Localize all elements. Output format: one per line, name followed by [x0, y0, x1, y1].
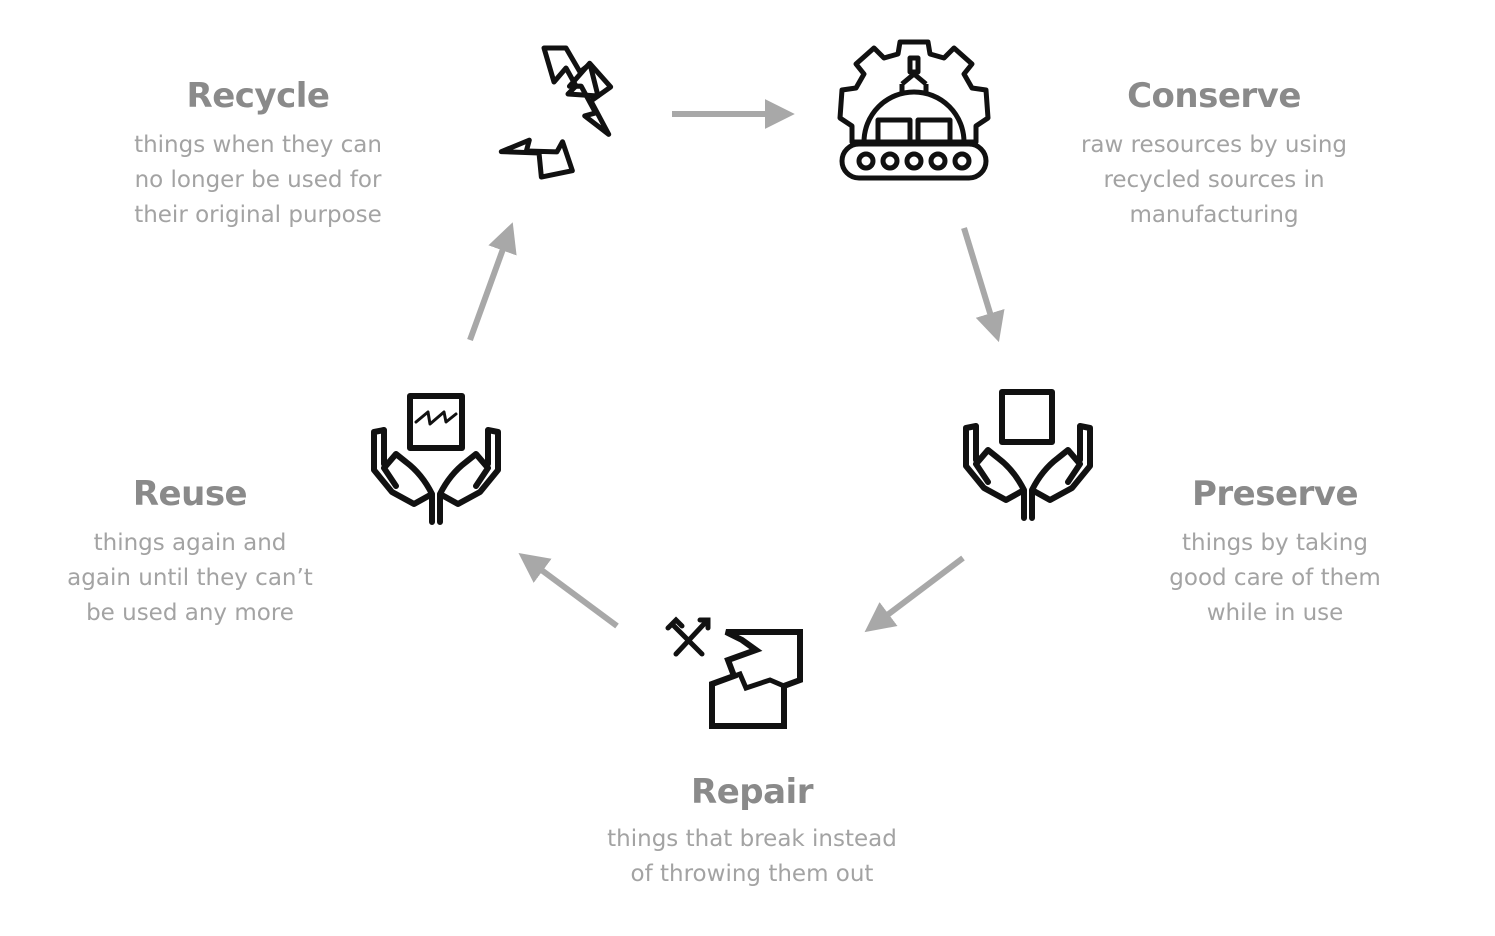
preserve-line-2: good care of them: [1169, 565, 1381, 591]
preserve-title: Preserve: [1191, 474, 1359, 514]
recycle-title: Recycle: [186, 76, 330, 116]
conserve-description: raw resources by using recycled sources …: [1054, 128, 1374, 233]
reuse-title: Reuse: [132, 474, 248, 514]
conserve-line-2: recycled sources in: [1103, 167, 1325, 193]
repair-title: Repair: [691, 772, 813, 812]
repair-line-1: things that break instead: [607, 826, 897, 852]
recycle-line-3: their original purpose: [134, 202, 382, 228]
hands-box-icon: [963, 389, 1093, 521]
hands-damaged-box-icon: [371, 393, 501, 525]
preserve-line-3: while in use: [1206, 600, 1344, 626]
arrow-reuse-to-recycle: [467, 222, 517, 342]
conserve-line-3: manufacturing: [1129, 202, 1299, 228]
preserve-line-1: things by taking: [1182, 530, 1368, 556]
recycle-icon: [498, 45, 614, 180]
reuse-line-1: things again and: [93, 530, 287, 556]
reuse-line-2: again until they can’t: [67, 565, 313, 591]
recycle-line-1: things when they can: [134, 132, 382, 158]
tools-broken-box-icon: [665, 616, 803, 729]
conserve-line-1: raw resources by using: [1080, 132, 1348, 158]
preserve-description: things by taking good care of them while…: [1135, 526, 1415, 631]
recycle-description: things when they can no longer be used f…: [98, 128, 418, 233]
reuse-description: things again and again until they can’t …: [40, 526, 340, 631]
reuse-line-3: be used any more: [86, 600, 294, 626]
arrow-preserve-to-repair: [864, 555, 965, 633]
arrow-repair-to-reuse: [518, 552, 619, 629]
arrow-conserve-to-preserve: [961, 227, 1005, 343]
factory-gear-icon: [837, 39, 991, 181]
repair-line-2: of throwing them out: [630, 861, 874, 887]
conserve-title: Conserve: [1127, 76, 1301, 116]
recycle-line-2: no longer be used for: [134, 167, 382, 193]
repair-description: things that break instead of throwing th…: [582, 822, 922, 892]
